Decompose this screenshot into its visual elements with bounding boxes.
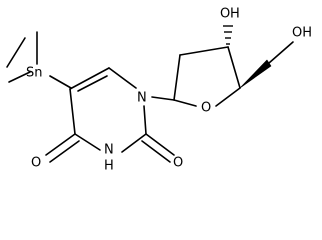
c3prime-c4prime-bond (227, 46, 241, 89)
atom-labels: Sn N N H O O O O H OH (26, 7, 312, 174)
n1-c1prime-bond (151, 96, 175, 101)
n3-c4-bond (74, 133, 101, 151)
ring-oxygen-label: O (201, 101, 211, 116)
hydroxymethyl-hydroxyl-label: OH (292, 26, 312, 41)
n1-c2-bond (143, 105, 147, 135)
tin-atom-label: Sn (26, 66, 43, 81)
c5-c6-double-bond-inner (77, 75, 108, 92)
c2-n3-bond (121, 133, 147, 153)
c2-o-double-bond-inner (141, 140, 171, 163)
carbonyl-oxygen-2-label: O (173, 156, 183, 171)
sn-methyl-bond-lower (8, 71, 31, 83)
c5prime-o5prime-bond (268, 41, 294, 64)
c4-o-bond (45, 133, 76, 156)
hydroxyl-oxygen-label: O (220, 7, 230, 22)
trimethylstannyl-group (6, 31, 72, 89)
c1prime-c2prime-bond (173, 54, 181, 101)
c6-n1-bond (108, 67, 137, 89)
deoxyribose-ring (151, 25, 294, 107)
c4-o-double-bond-inner (49, 140, 80, 163)
c4prime-o4prime-bond (215, 87, 241, 107)
bold-wedge-c4prime-c5prime (239, 59, 272, 89)
imide-nitrogen-label: N (104, 143, 114, 158)
ring-nitrogen-label: N (137, 91, 147, 106)
sn-methyl-bond-left (6, 37, 26, 68)
c5-c6-bond (69, 67, 110, 90)
imide-hydrogen-label: H (104, 159, 114, 174)
c2-o-bond (145, 133, 175, 156)
o4prime-c1prime-bond (173, 99, 197, 107)
carbonyl-oxygen-4-label: O (31, 156, 41, 171)
sn-c5-bond (49, 75, 72, 89)
chemical-structure: Sn N N H O O O O H OH (6, 7, 312, 174)
hashed-wedge-c3prime-oh (223, 25, 233, 45)
uracil-ring (45, 67, 175, 163)
c4-c5-bond (69, 88, 76, 135)
c2prime-c3prime-bond (179, 46, 229, 56)
hydroxyl-hydrogen-label: H (230, 7, 240, 22)
